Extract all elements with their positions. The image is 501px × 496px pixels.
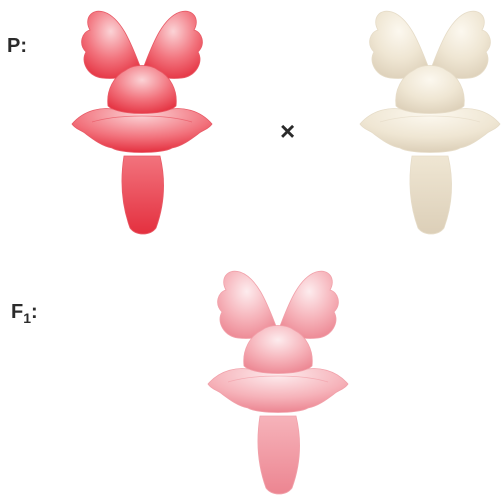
parental-generation-label: P: [7, 36, 27, 56]
pink-flower [198, 266, 358, 496]
flower-tube [410, 156, 451, 234]
cross-symbol: × [280, 116, 295, 147]
flower-tube [258, 416, 299, 494]
flower-tube [122, 156, 163, 234]
red-flower [62, 6, 222, 236]
f1-colon: : [31, 301, 38, 323]
white-flower [350, 6, 501, 236]
f1-letter: F [11, 301, 23, 323]
f1-generation-label: F1: [11, 302, 38, 325]
f1-subscript: 1 [23, 310, 31, 326]
